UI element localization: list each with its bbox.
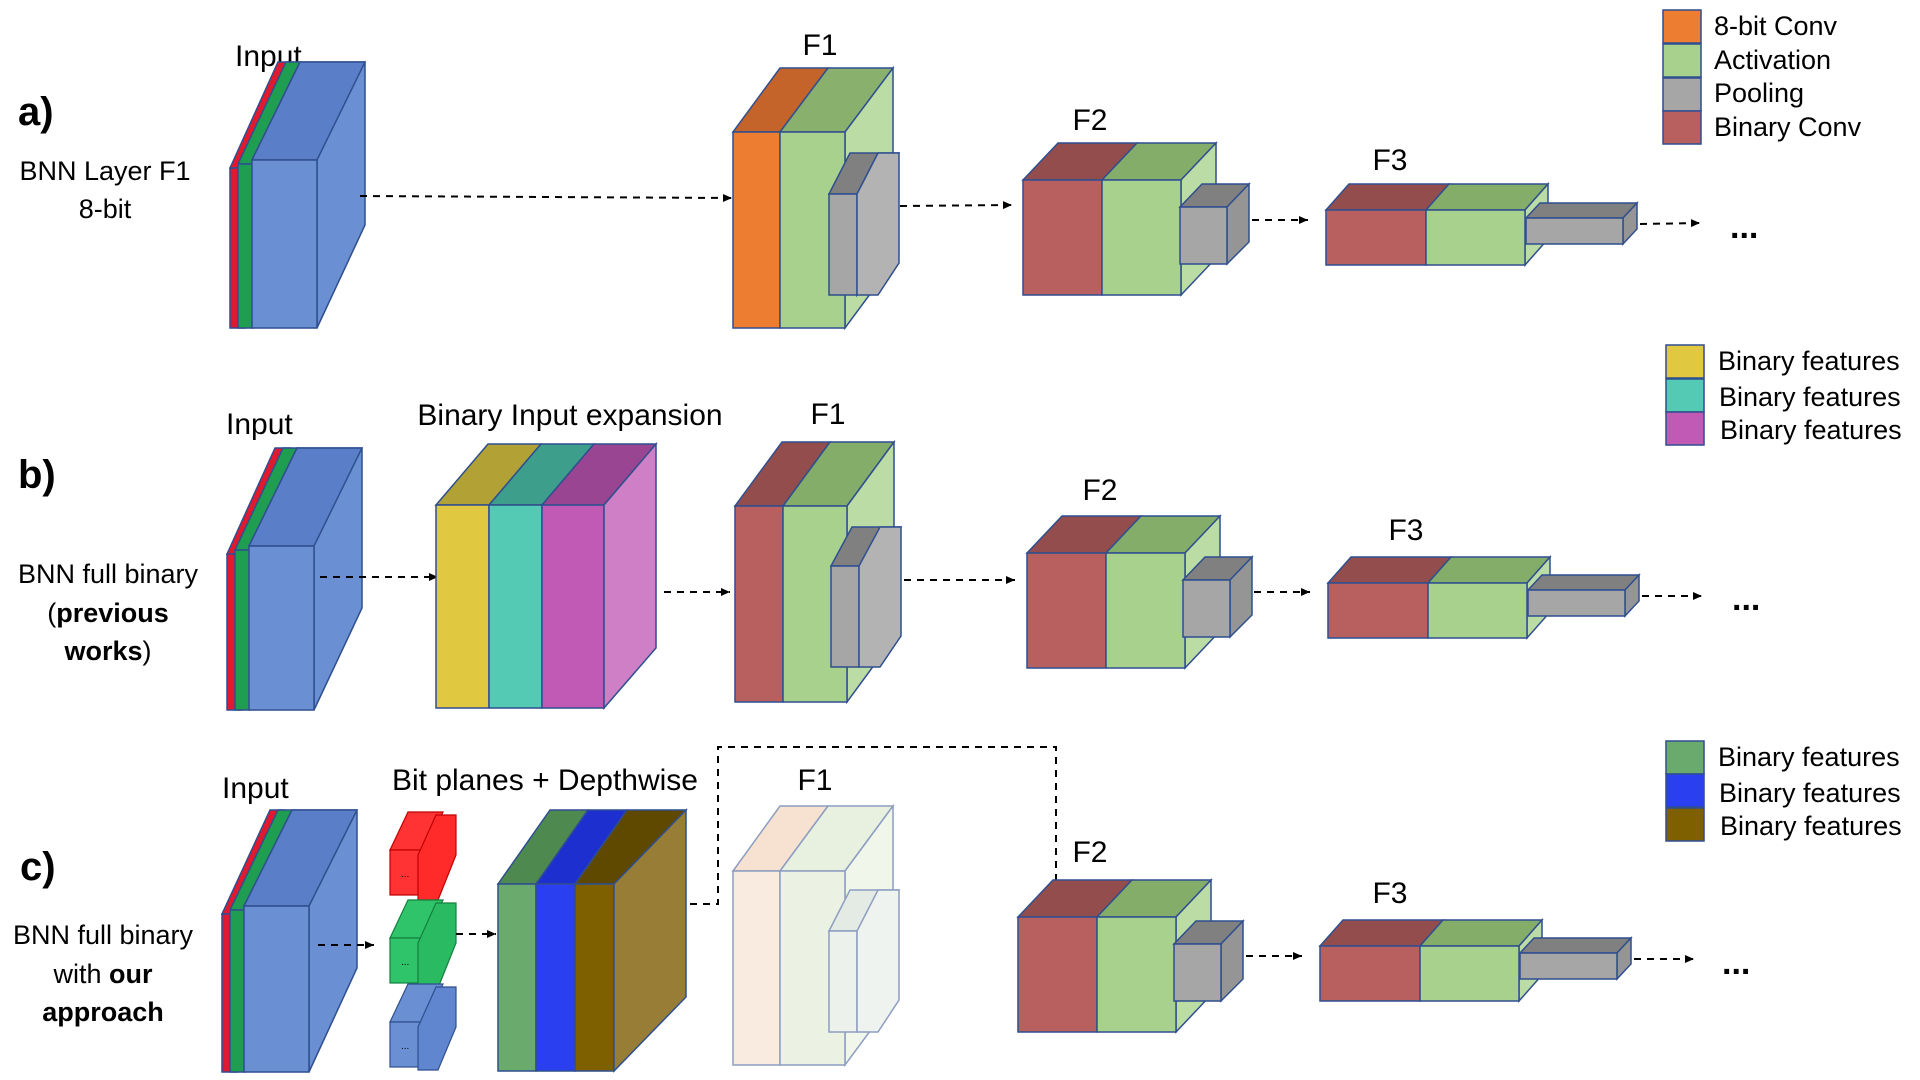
legend-swatch — [1665, 807, 1705, 842]
row-c-input-tensor — [220, 809, 359, 1073]
legend-label: 8-bit Conv — [1714, 11, 1838, 41]
legend-item-binary-features-teal: Binary features — [1665, 378, 1901, 413]
bit-planes-red: ... — [389, 811, 457, 901]
row-b-f1-label: F1 — [810, 398, 845, 431]
row-c-side-plain: with — [52, 959, 109, 989]
legend-item-activation: Activation — [1662, 43, 1831, 78]
legend-swatch — [1665, 378, 1705, 413]
row-b-side-bold1: previous — [56, 598, 169, 628]
legend-item-binary-features-purple: Binary features — [1665, 411, 1902, 446]
row-a-f3-label: F3 — [1372, 144, 1407, 177]
legend-top: 8-bit Conv Activation Pooling Binary Con… — [1662, 9, 1862, 145]
row-c-f2-block — [1016, 878, 1245, 1034]
row-a-side-line2: 8-bit — [79, 194, 132, 224]
row-a-f2-block — [1021, 141, 1251, 297]
legend-label: Binary features — [1720, 415, 1902, 445]
row-c-f2-label: F2 — [1072, 836, 1107, 869]
legend-item-binary-conv: Binary Conv — [1662, 110, 1862, 145]
row-a-f2-label: F2 — [1072, 104, 1107, 137]
legend-swatch — [1662, 9, 1702, 44]
row-b-f1-block — [733, 439, 903, 705]
row-c-depthwise-block — [496, 808, 688, 1073]
row-b: b) BNN full binary (previous works) Inpu… — [18, 398, 1760, 711]
legend-swatch — [1665, 344, 1705, 379]
row-b-input-tensor — [225, 447, 364, 711]
legend-label: Binary Conv — [1714, 112, 1862, 142]
row-a-f1-block — [731, 65, 901, 331]
row-b-side-close: ) — [143, 636, 152, 666]
row-a-f3-block — [1324, 182, 1639, 267]
legend-label: Binary features — [1720, 811, 1902, 841]
row-c-letter: c) — [20, 845, 56, 889]
legend-label: Binary features — [1718, 742, 1900, 772]
row-b-side-line1: BNN full binary — [18, 559, 199, 589]
row-c-side-bold: our — [109, 959, 153, 989]
bit-planes-blue: ... — [389, 983, 457, 1071]
row-b-f3-block — [1326, 555, 1641, 640]
legend-swatch — [1662, 43, 1702, 78]
legend-swatch — [1665, 411, 1705, 446]
legend-item-binary-features-green: Binary features — [1665, 740, 1900, 775]
legend-swatch — [1665, 773, 1705, 808]
bit-planes-green: ... — [389, 899, 457, 989]
row-c-f3-block — [1318, 918, 1633, 1003]
row-b-side-line3: works) — [63, 636, 151, 666]
row-c-side-line3: approach — [42, 997, 164, 1027]
row-b-f2-label: F2 — [1082, 474, 1117, 507]
row-a-ellipsis: ... — [1730, 208, 1758, 246]
row-a-input-tensor — [228, 61, 367, 329]
row-c-skip-arrow — [690, 746, 1060, 918]
row-c-f1-faded-block — [731, 803, 901, 1068]
legend-item-8bit-conv: 8-bit Conv — [1662, 9, 1838, 44]
legend-swatch — [1662, 77, 1702, 112]
row-a-letter: a) — [18, 90, 54, 134]
plane-dots: ... — [401, 1041, 409, 1052]
row-b-expansion-label: Binary Input expansion — [417, 399, 722, 432]
legend-swatch — [1662, 110, 1702, 145]
legend-item-pooling: Pooling — [1662, 77, 1804, 112]
row-b-input-label: Input — [226, 408, 293, 441]
legend-label: Pooling — [1714, 78, 1804, 108]
row-c: c) BNN full binary with our approach Inp… — [13, 746, 1750, 1073]
row-c-f1-label: F1 — [797, 764, 832, 797]
row-b-ellipsis: ... — [1732, 580, 1760, 618]
row-c-ellipsis: ... — [1722, 944, 1750, 982]
row-b-expansion-block — [434, 441, 658, 711]
row-c-side-line1: BNN full binary — [13, 920, 194, 950]
row-a-arrow-2 — [899, 201, 1013, 210]
row-c-input-label: Input — [222, 772, 289, 805]
row-a-f1-label: F1 — [802, 29, 837, 62]
row-a: a) BNN Layer F1 8-bit Input F1 — [18, 29, 1758, 331]
legend-bot: Binary features Binary features Binary f… — [1665, 740, 1902, 842]
row-c-f3-label: F3 — [1372, 877, 1407, 910]
plane-dots: ... — [401, 957, 409, 968]
row-a-arrow-4 — [1639, 219, 1701, 228]
row-c-bitplanes-label: Bit planes + Depthwise — [392, 764, 698, 797]
row-b-f3-label: F3 — [1388, 514, 1423, 547]
legend-item-binary-features-blue: Binary features — [1665, 773, 1901, 808]
row-a-side-line1: BNN Layer F1 — [19, 156, 190, 186]
row-c-side-line2: with our — [52, 959, 153, 989]
legend-item-binary-features-yellow: Binary features — [1665, 344, 1900, 379]
legend-label: Binary features — [1719, 778, 1901, 808]
legend-mid: Binary features Binary features Binary f… — [1665, 344, 1902, 446]
legend-label: Activation — [1714, 45, 1831, 75]
row-b-side-bold2: works — [63, 636, 142, 666]
row-b-letter: b) — [18, 453, 56, 497]
legend-item-binary-features-brown: Binary features — [1665, 807, 1902, 842]
legend-label: Binary features — [1718, 346, 1900, 376]
legend-label: Binary features — [1719, 382, 1901, 412]
plane-dots: ... — [401, 869, 409, 880]
row-b-side-open: ( — [47, 598, 56, 628]
row-b-f2-block — [1025, 514, 1254, 670]
row-a-arrow-1 — [359, 193, 733, 202]
legend-swatch — [1665, 740, 1705, 775]
row-b-side-line2: (previous — [47, 598, 169, 628]
